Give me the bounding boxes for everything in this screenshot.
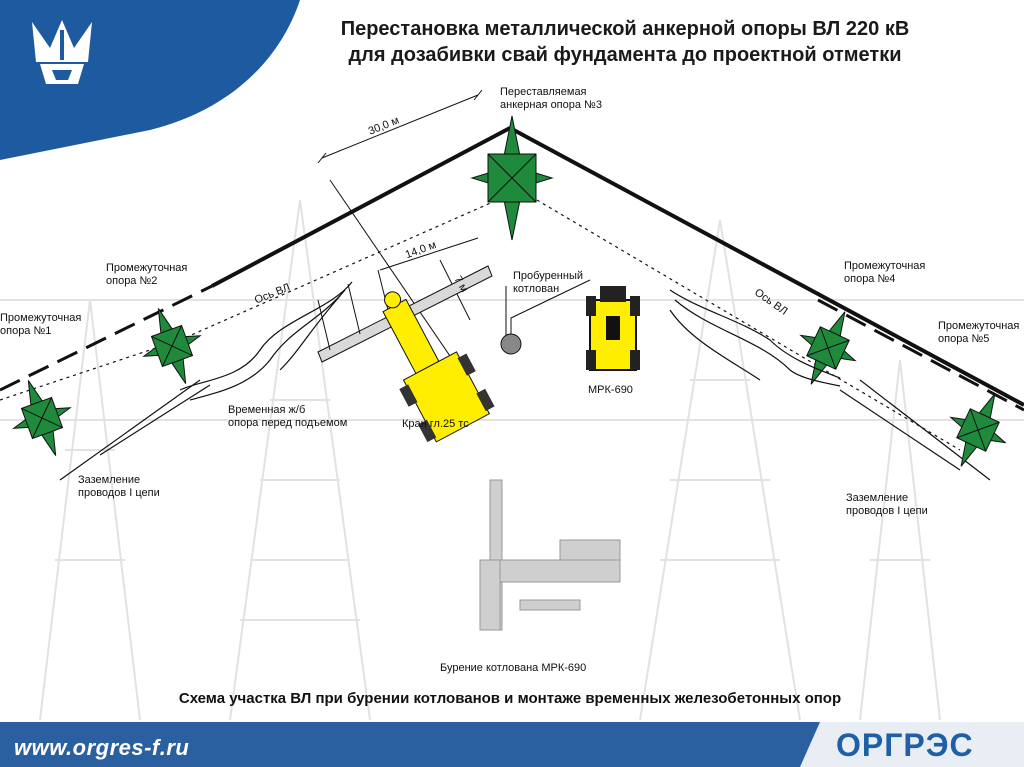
trident-crown-logo [32, 20, 92, 84]
anchor-tower-3 [470, 115, 554, 241]
intermediate-tower-2 [142, 308, 202, 384]
intermediate-tower-1 [12, 380, 72, 456]
drilling-sketch [479, 479, 621, 631]
label-anchor-tower-3: Переставляемая анкерная опора №3 [500, 86, 602, 111]
label-drilling: Бурение котлована МРК-690 [440, 662, 587, 674]
label-crane: Кран гл.25 тс [402, 418, 469, 430]
brand-logo-text: ОРГРЭС [836, 727, 974, 763]
footer-brand-bg [800, 722, 1024, 767]
footer-band [0, 722, 1024, 767]
label-mrk690: МРК-690 [588, 384, 633, 396]
page-title: Перестановка металлической анкерной опор… [340, 18, 910, 66]
label-ground-left: Заземление проводов I цепи [78, 474, 160, 499]
website-link[interactable]: www.orgres-f.ru [14, 735, 190, 760]
label-intermediate-5: Промежуточная опора №5 [938, 320, 1020, 345]
label-pit: Пробуренный котлован [513, 270, 584, 295]
drilled-pit [500, 279, 591, 355]
intermediate-tower-5 [949, 393, 1007, 467]
vl-wire [0, 126, 1024, 481]
drilling-rig-mrk690 [586, 286, 640, 371]
label-ground-right: Заземление проводов I цепи [846, 492, 928, 517]
label-intermediate-1: Промежуточная опора №1 [0, 312, 82, 337]
label-temp-pole: Временная ж/б опора перед подъемом [228, 404, 348, 429]
label-intermediate-2: Промежуточная опора №2 [106, 262, 188, 287]
intermediate-tower-4 [799, 311, 857, 385]
background-tower-sketch [0, 199, 1024, 721]
label-intermediate-4: Промежуточная опора №4 [844, 260, 926, 285]
crane-25t [382, 291, 495, 443]
grounding-cables [179, 281, 841, 401]
header-band [0, 0, 300, 160]
diagram-caption: Схема участка ВЛ при бурении котлованов … [178, 690, 842, 707]
